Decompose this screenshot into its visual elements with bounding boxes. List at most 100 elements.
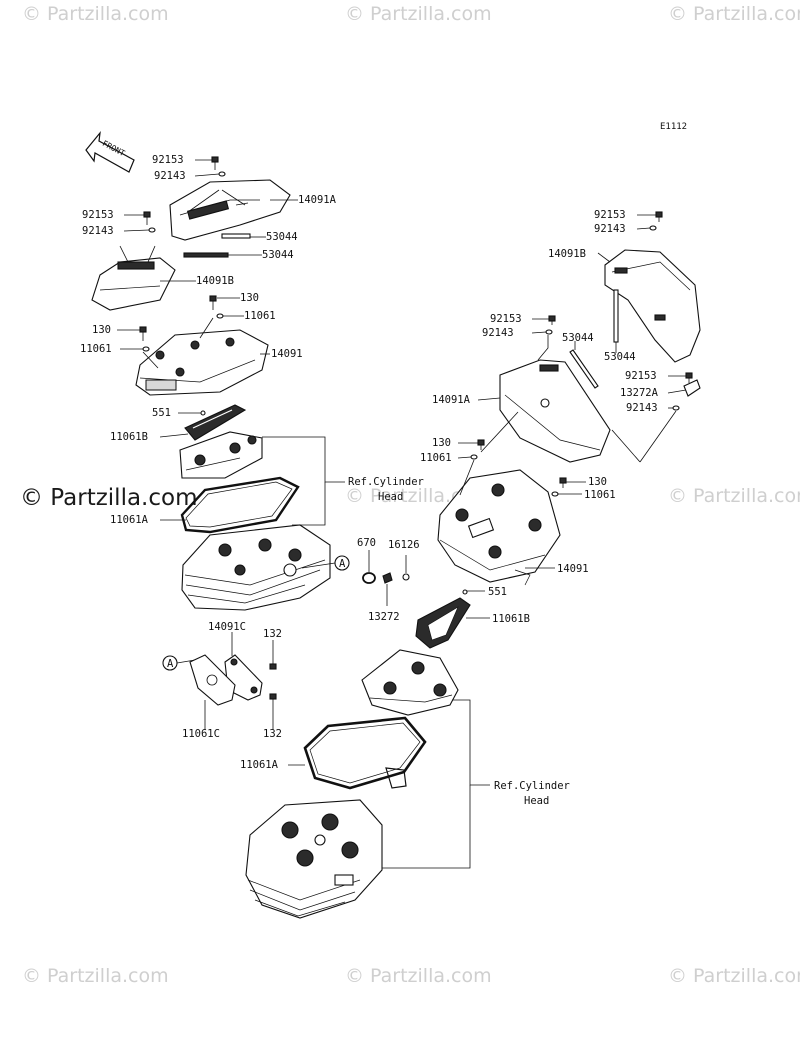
diagram-code: E1112 bbox=[660, 122, 687, 132]
watermark-bottom-left: © Partzilla.com bbox=[22, 965, 169, 987]
label-92143-d: 92143 bbox=[482, 327, 514, 339]
label-13272: 13272 bbox=[368, 611, 400, 623]
gasket-11061a-left-icon bbox=[180, 476, 300, 534]
bolt-132-a-icon bbox=[269, 656, 277, 670]
watermark-bottom-center: © Partzilla.com bbox=[345, 965, 492, 987]
ref-cylinder-head-right-line2: Head bbox=[524, 795, 549, 807]
washer-92143-b-icon bbox=[148, 227, 156, 233]
label-11061-a: 11061 bbox=[244, 310, 276, 322]
label-92153-c: 92153 bbox=[594, 209, 626, 221]
label-130-b: 130 bbox=[92, 324, 111, 336]
label-130-a: 130 bbox=[240, 292, 259, 304]
bolt-92153-b-icon bbox=[143, 211, 151, 225]
watermark-top-right: © Partzilla.com bbox=[668, 3, 800, 25]
pin-53044-b-icon bbox=[183, 252, 229, 258]
label-11061c: 11061C bbox=[182, 728, 220, 740]
label-130-d: 130 bbox=[588, 476, 607, 488]
part-labels: 92153 92143 14091A 92153 92143 53044 530… bbox=[80, 154, 659, 807]
label-14091c: 14091C bbox=[208, 621, 246, 633]
pin-551-a-icon bbox=[200, 410, 206, 416]
washer-92143-icon bbox=[218, 171, 226, 177]
label-53044-b: 53044 bbox=[262, 249, 294, 261]
cover-14091b-left-icon bbox=[91, 257, 176, 311]
callout-a-left-letter: A bbox=[167, 658, 174, 670]
washer-92143-d-icon bbox=[545, 329, 553, 335]
label-11061b-a: 11061B bbox=[110, 431, 148, 443]
watermark-bottom-right: © Partzilla.com bbox=[668, 965, 800, 987]
label-11061a-b: 11061A bbox=[240, 759, 279, 771]
label-14091-a: 14091 bbox=[271, 348, 303, 360]
gasket-11061b-left-icon bbox=[184, 404, 247, 441]
watermarks: © Partzilla.com © Partzilla.com © Partzi… bbox=[20, 3, 800, 987]
label-92153-e: 92153 bbox=[625, 370, 657, 382]
rocker-cover-14091-left-icon bbox=[135, 329, 269, 396]
washer-11061-d-icon bbox=[551, 491, 559, 497]
label-92143-e: 92143 bbox=[626, 402, 658, 414]
label-16126: 16126 bbox=[388, 539, 420, 551]
label-132-a: 132 bbox=[263, 628, 282, 640]
label-670: 670 bbox=[357, 537, 376, 549]
label-53044-a: 53044 bbox=[266, 231, 298, 243]
label-92143-b: 92143 bbox=[82, 225, 114, 237]
watermark-top-center: © Partzilla.com bbox=[345, 3, 492, 25]
bolt-92153-e-icon bbox=[685, 372, 693, 383]
callout-a-right-letter: A bbox=[339, 558, 346, 570]
washer-11061-a-icon bbox=[216, 313, 224, 319]
washer-11061-b-icon bbox=[142, 346, 150, 352]
label-11061b-b: 11061B bbox=[492, 613, 530, 625]
label-11061a-a: 11061A bbox=[110, 514, 149, 526]
ref-cylinder-head-left-line1: Ref.Cylinder bbox=[348, 476, 424, 488]
rocker-arm-assembly-right-icon bbox=[361, 649, 459, 716]
label-13272a: 13272A bbox=[620, 387, 659, 399]
label-92153-b: 92153 bbox=[82, 209, 114, 221]
label-11061-d: 11061 bbox=[584, 489, 616, 501]
label-132-b: 132 bbox=[263, 728, 282, 740]
bracket-13272a-icon bbox=[683, 379, 701, 397]
bolt-92153-c-icon bbox=[655, 211, 663, 222]
callout-a-left-icon: A bbox=[162, 655, 196, 671]
watermark-top-left: © Partzilla.com bbox=[22, 3, 169, 25]
washer-92143-c-icon bbox=[649, 225, 657, 231]
o-ring-670-icon bbox=[362, 572, 376, 584]
ref-cylinder-head-left-line2: Head bbox=[378, 491, 403, 503]
watermark-mid-right: © Partzilla.com bbox=[668, 485, 800, 507]
label-92143-a: 92143 bbox=[154, 170, 186, 182]
pin-53044-d-icon bbox=[569, 349, 599, 389]
label-53044-d: 53044 bbox=[604, 351, 636, 363]
bolt-130-b-icon bbox=[139, 326, 147, 341]
label-14091b-b: 14091B bbox=[548, 248, 586, 260]
cover-14091b-right-icon bbox=[604, 249, 701, 363]
front-arrow-icon: FRONT bbox=[85, 131, 135, 173]
gasket-11061c-icon bbox=[189, 654, 236, 706]
label-14091a-b: 14091A bbox=[432, 394, 471, 406]
washer-11061-c-icon bbox=[470, 454, 478, 460]
pin-53044-c-icon bbox=[613, 289, 619, 343]
label-92143-c: 92143 bbox=[594, 223, 626, 235]
gasket-11061a-right-icon bbox=[303, 716, 427, 790]
washer-92143-e-icon bbox=[672, 405, 680, 411]
label-551-a: 551 bbox=[152, 407, 171, 419]
bolt-130-d-icon bbox=[559, 477, 567, 488]
bolt-130-c-icon bbox=[477, 439, 485, 450]
label-92153-a: 92153 bbox=[152, 154, 184, 166]
label-92153-d: 92153 bbox=[490, 313, 522, 325]
pin-53044-a-icon bbox=[221, 233, 251, 239]
rocker-arm-assembly-left-icon bbox=[179, 431, 263, 479]
gasket-11061b-right-icon bbox=[415, 597, 471, 649]
bolt-92153-d-icon bbox=[548, 315, 556, 325]
watermark-main: © Partzilla.com bbox=[20, 485, 198, 511]
pin-551-b-icon bbox=[462, 589, 468, 595]
ref-cylinder-head-right-line1: Ref.Cylinder bbox=[494, 780, 570, 792]
label-11061-c: 11061 bbox=[420, 452, 452, 464]
part-16126-icon bbox=[402, 573, 410, 581]
leader-lines bbox=[117, 159, 687, 869]
label-14091-b: 14091 bbox=[557, 563, 589, 575]
label-130-c: 130 bbox=[432, 437, 451, 449]
cylinder-head-left-icon bbox=[181, 524, 331, 611]
label-14091a-a: 14091A bbox=[298, 194, 337, 206]
part-13272-icon bbox=[382, 572, 393, 584]
bolt-132-b-icon bbox=[269, 693, 277, 720]
label-14091b-a: 14091B bbox=[196, 275, 234, 287]
cover-14091a-right-icon bbox=[499, 359, 611, 463]
